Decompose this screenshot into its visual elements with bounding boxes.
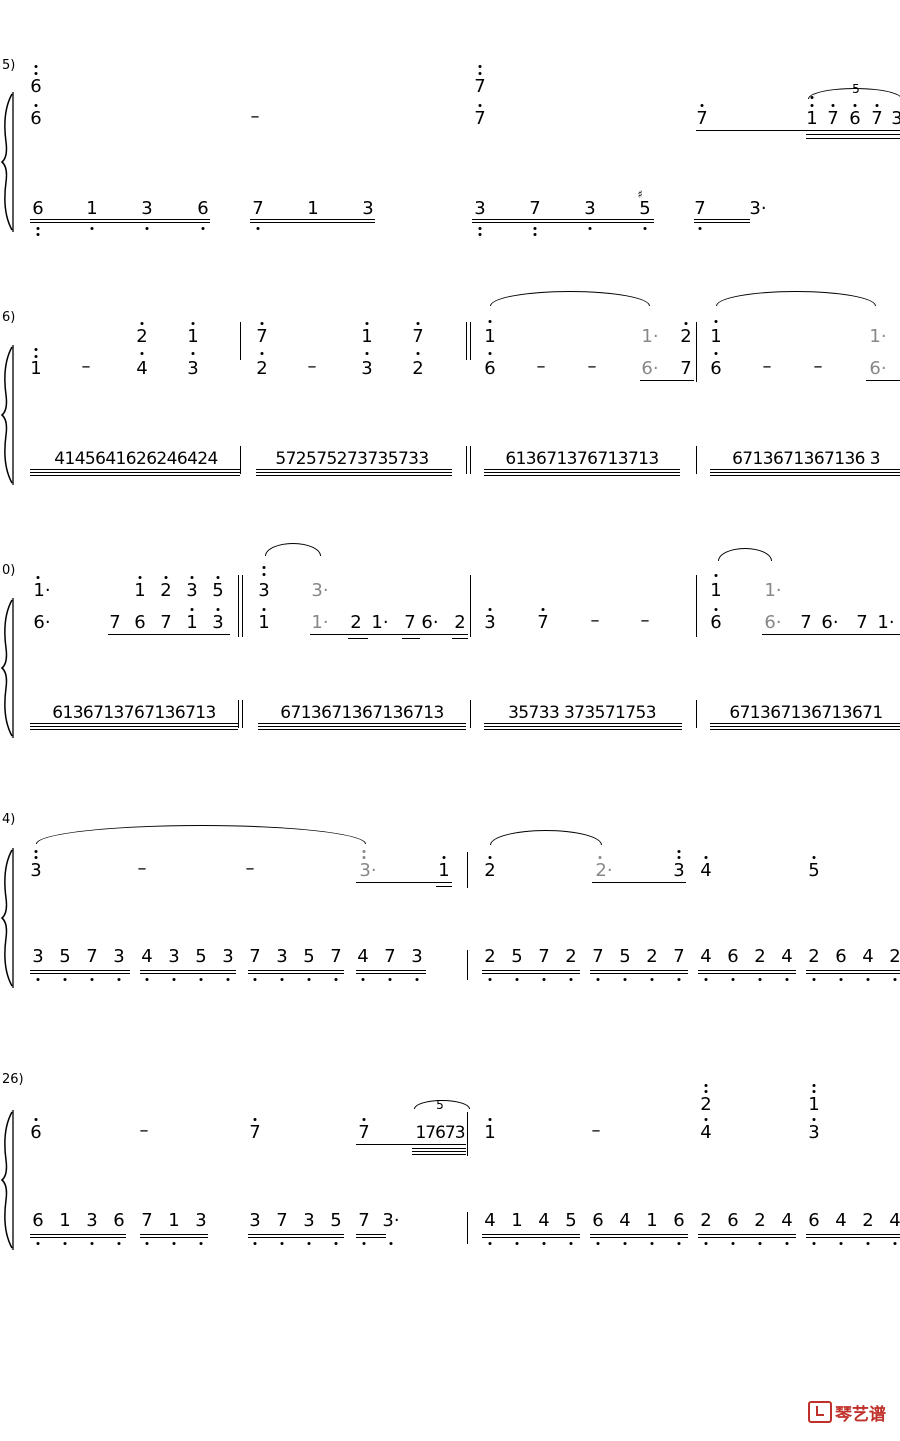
system-3: 0) 1· 6· 7 1 6 2 7 3 1 5 3 3 1 3· 1· 2 1… bbox=[0, 543, 900, 738]
lower-note: 5 bbox=[565, 1210, 577, 1231]
lower-note: 3 bbox=[303, 1210, 315, 1231]
lower-note: 1 bbox=[168, 1210, 180, 1231]
lower-note: 6 bbox=[727, 946, 739, 967]
lower-note: 4 bbox=[781, 1210, 793, 1231]
lower-note: 3 bbox=[113, 946, 125, 967]
lower-note: 4 bbox=[484, 1210, 496, 1231]
note: 1 bbox=[806, 108, 818, 129]
lower-note: 4 bbox=[619, 1210, 631, 1231]
lower-note: 2 bbox=[808, 946, 820, 967]
lower-note: 3 bbox=[411, 946, 423, 967]
watermark-logo: 琴艺谱 bbox=[808, 1400, 886, 1425]
lower-note: 4 bbox=[835, 1210, 847, 1231]
lower-note: 5 bbox=[195, 946, 207, 967]
lower-note: 5 bbox=[511, 946, 523, 967]
lower-note: 5 bbox=[59, 946, 71, 967]
lower-note: 3· bbox=[382, 1210, 400, 1231]
lower-note: 7 bbox=[592, 946, 604, 967]
lower-note: 2 bbox=[862, 1210, 874, 1231]
lower-note: 7 bbox=[673, 946, 685, 967]
lower-note: 4 bbox=[700, 946, 712, 967]
system-2: 6) 1 – 2 4 1 3 7 2 – 1 3 7 2 1 6 – – 1· … bbox=[0, 0, 900, 520]
lower-note: 6 bbox=[592, 1210, 604, 1231]
lower-note: 5 bbox=[330, 1210, 342, 1231]
lower-note: 7 bbox=[358, 1210, 370, 1231]
lower-note: 4 bbox=[862, 946, 874, 967]
lower-note: 7 bbox=[86, 946, 98, 967]
lower-note: 3 bbox=[195, 1210, 207, 1231]
lower-note: 6 bbox=[32, 1210, 44, 1231]
lower-note: 5 bbox=[303, 946, 315, 967]
lower-note: 7 bbox=[330, 946, 342, 967]
logo-icon bbox=[808, 1401, 832, 1423]
lower-note: 1 bbox=[59, 1210, 71, 1231]
lower-note: 7 bbox=[538, 946, 550, 967]
lower-note: 6 bbox=[727, 1210, 739, 1231]
lower-note: 2 bbox=[484, 946, 496, 967]
note: 6 bbox=[30, 108, 42, 129]
system-1: 5) 6 6 – 7 7 7 5 1 7 6 7 3 6 1 3 6 7 1 3… bbox=[0, 0, 900, 260]
note: 7 bbox=[474, 108, 486, 129]
measure-number: 26) bbox=[2, 1072, 24, 1087]
lower-note: 4 bbox=[889, 1210, 900, 1231]
lower-note: 2 bbox=[889, 946, 900, 967]
lower-note: 7 bbox=[384, 946, 396, 967]
lower-note: 6 bbox=[808, 1210, 820, 1231]
lower-note: 2 bbox=[646, 946, 658, 967]
lower-note: 2 bbox=[565, 946, 577, 967]
lower-note: 2 bbox=[754, 1210, 766, 1231]
note: 7 bbox=[696, 108, 708, 129]
measure-number: 5) bbox=[2, 58, 16, 73]
lower-note: 3 bbox=[168, 946, 180, 967]
measure-number: 4) bbox=[2, 812, 16, 827]
lower-note: 3 bbox=[249, 1210, 261, 1231]
lower-note: 4 bbox=[141, 946, 153, 967]
note: 6 bbox=[30, 76, 42, 97]
tuplet-number: 5 bbox=[436, 1098, 444, 1112]
lower-note: 7 bbox=[276, 1210, 288, 1231]
lower-note: 6 bbox=[113, 1210, 125, 1231]
lower-note: 3 bbox=[222, 946, 234, 967]
lower-note: 3 bbox=[86, 1210, 98, 1231]
rest-dash: – bbox=[250, 106, 260, 127]
note: 7 bbox=[871, 108, 883, 129]
lower-note: 6 bbox=[673, 1210, 685, 1231]
note: 6 bbox=[849, 108, 861, 129]
lower-note: 7 bbox=[249, 946, 261, 967]
lower-note: 2 bbox=[754, 946, 766, 967]
lower-voice-run: 414564162624642​4 bbox=[54, 449, 218, 469]
lower-note: 1 bbox=[646, 1210, 658, 1231]
note: 3 bbox=[891, 108, 900, 129]
lower-note: 4 bbox=[357, 946, 369, 967]
lower-note: 2 bbox=[700, 1210, 712, 1231]
measure-number: 6) bbox=[2, 310, 16, 325]
lower-note: 5 bbox=[619, 946, 631, 967]
lower-note: 6 bbox=[835, 946, 847, 967]
note: 7 bbox=[827, 108, 839, 129]
note: 7 bbox=[474, 76, 486, 97]
lower-note: 3 bbox=[276, 946, 288, 967]
lower-note: 1 bbox=[511, 1210, 523, 1231]
lower-note: 7 bbox=[141, 1210, 153, 1231]
lower-note: 3 bbox=[32, 946, 44, 967]
lower-note: 4 bbox=[538, 1210, 550, 1231]
measure-number: 0) bbox=[2, 563, 16, 578]
tuplet-number: 5 bbox=[852, 82, 860, 96]
lower-note: 4 bbox=[781, 946, 793, 967]
grand-staff-brace bbox=[0, 92, 14, 232]
